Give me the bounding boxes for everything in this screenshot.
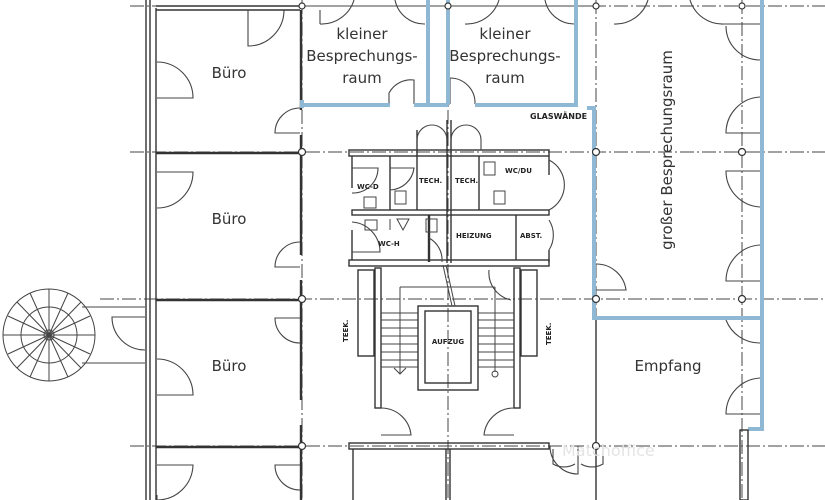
columns <box>297 2 747 451</box>
label-abst: ABST. <box>520 232 542 240</box>
label-tech-2: TECH. <box>455 177 478 185</box>
label-wc-du: WC/DU <box>505 167 532 175</box>
label-wc-h: WC-H <box>378 240 400 248</box>
reception-walls <box>552 320 749 500</box>
room-label-kleiner-2-line3: raum <box>485 69 524 87</box>
stair-core <box>348 264 579 500</box>
room-label-kleiner-2-line2: Besprechungs- <box>449 47 560 65</box>
room-label-buero-3: Büro <box>212 357 247 375</box>
office-doors <box>156 9 301 500</box>
label-aufzug: AUFZUG <box>432 338 464 346</box>
label-glaswaende: GLASWÄNDE <box>530 111 587 121</box>
annotations: GLASWÄNDE WC-D TECH. TECH. WC/DU WC-H HE… <box>342 111 587 346</box>
room-labels: Büro Büro Büro kleiner Besprechungs- rau… <box>212 25 702 375</box>
room-label-buero-1: Büro <box>212 64 247 82</box>
room-label-kleiner-1-line2: Besprechungs- <box>306 47 417 65</box>
office-walls <box>156 10 303 500</box>
label-teek-1: TEEK. <box>342 320 350 342</box>
core-walls <box>348 120 565 267</box>
label-tech-1: TECH. <box>419 177 442 185</box>
room-label-empfang: Empfang <box>634 357 701 375</box>
label-wc-d: WC-D <box>357 183 379 191</box>
spiral-staircase <box>2 288 146 382</box>
facade-left <box>145 0 300 500</box>
room-label-kleiner-2-line1: kleiner <box>479 25 531 43</box>
room-label-buero-2: Büro <box>212 210 247 228</box>
label-heizung: HEIZUNG <box>456 232 492 240</box>
room-label-kleiner-1-line3: raum <box>342 69 381 87</box>
room-label-kleiner-1-line1: kleiner <box>336 25 388 43</box>
label-teek-2: TEEK. <box>545 323 553 345</box>
large-room-doors <box>595 0 761 415</box>
room-label-grosser: großer Besprechungsraum <box>658 50 676 250</box>
glass-walls <box>300 0 764 431</box>
axis-grid <box>100 0 825 500</box>
watermark: Matchoffice <box>562 441 655 460</box>
